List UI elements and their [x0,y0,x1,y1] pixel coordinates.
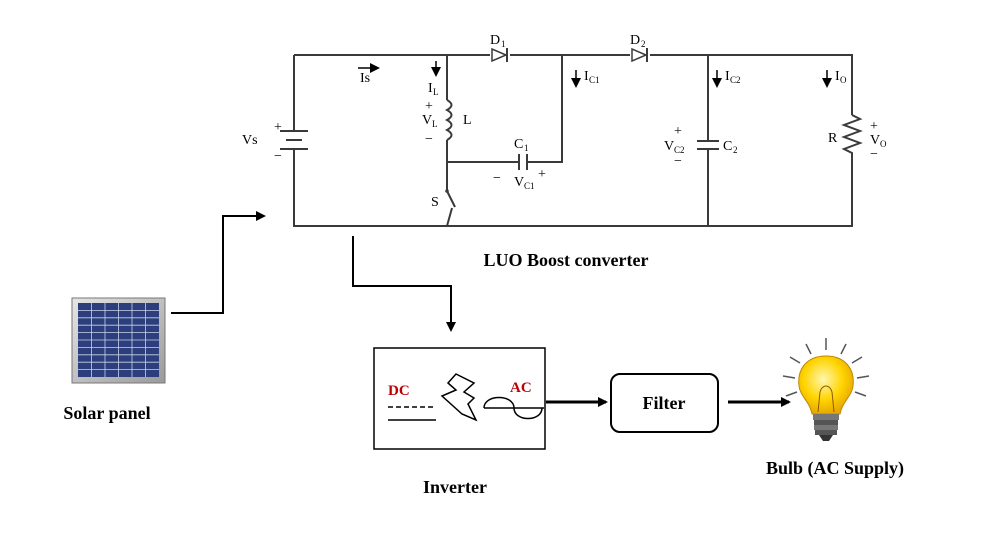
io-label: I [835,69,840,84]
is-label: Is [360,71,370,86]
vl-minus-sign: − [425,132,433,147]
inductor-l [444,99,453,141]
ic1-subscript: C1 [589,75,600,85]
c2-subscript: 2 [733,145,738,155]
d1-label: D [490,33,500,48]
switch-label: S [431,195,439,210]
ic2-label: I [725,69,730,84]
solar-panel-icon [71,297,166,384]
il-subscript: L [433,87,439,97]
inverter-caption: Inverter [423,477,487,497]
ac-label: AC [510,380,532,396]
ac-sine-wave-icon [483,396,543,420]
vc1-plus-sign: + [538,167,546,182]
vs-plus-sign: + [274,120,282,135]
c1-subscript: 1 [524,143,529,153]
vo-plus-sign: + [870,119,878,134]
capacitor-c1 [518,154,528,170]
light-bulb-icon [782,338,870,441]
solar-to-converter-arrow [171,211,266,314]
vc1-subscript: C1 [524,181,535,191]
filter-label: Filter [643,393,686,413]
luo-boost-converter-caption: LUO Boost converter [484,250,649,270]
solar-panel-caption: Solar panel [63,403,150,423]
vs-label: Vs [242,133,258,148]
resistor-label: R [828,131,838,146]
vo-subscript: O [880,139,887,149]
d2-subscript: 2 [641,39,646,49]
resistor-r [841,114,863,158]
converter-to-inverter-arrow [352,236,456,332]
vc1-minus-sign: − [493,171,501,186]
bulb-caption: Bulb (AC Supply) [766,458,904,479]
source-vs [280,130,308,150]
io-subscript: O [840,75,847,85]
ic2-subscript: C2 [730,75,741,85]
vc2-label: V [664,139,674,154]
vc2-subscript: C2 [674,145,685,155]
d2-label: D [630,33,640,48]
lightning-bolt-icon [440,373,478,422]
c1-label: C [514,137,523,152]
switch-s [445,189,456,208]
luo-boost-converter-circuit: + Vs − Is I L + V L − L D 1 D 2 [242,33,887,227]
d1-subscript: 1 [501,39,506,49]
inverter-block: DC AC [373,347,546,450]
light-rays [782,338,870,397]
ic1-label: I [584,69,589,84]
vl-plus-sign: + [425,99,433,114]
inductor-label: L [463,113,472,128]
vc2-plus-sign: + [674,124,682,139]
vo-minus-sign: − [870,147,878,162]
il-label: I [428,81,433,96]
vl-label: V [422,113,432,128]
c2-label: C [723,139,732,154]
vc1-label: V [514,175,524,190]
dc-label: DC [388,383,410,399]
capacitor-c2 [697,140,719,150]
filter-block [610,373,719,433]
vl-subscript: L [432,119,438,129]
vs-minus-sign: − [274,149,282,164]
diode-d1 [491,47,508,63]
vo-label: V [870,133,880,148]
diode-d2 [631,47,648,63]
vc2-minus-sign: − [674,154,682,169]
